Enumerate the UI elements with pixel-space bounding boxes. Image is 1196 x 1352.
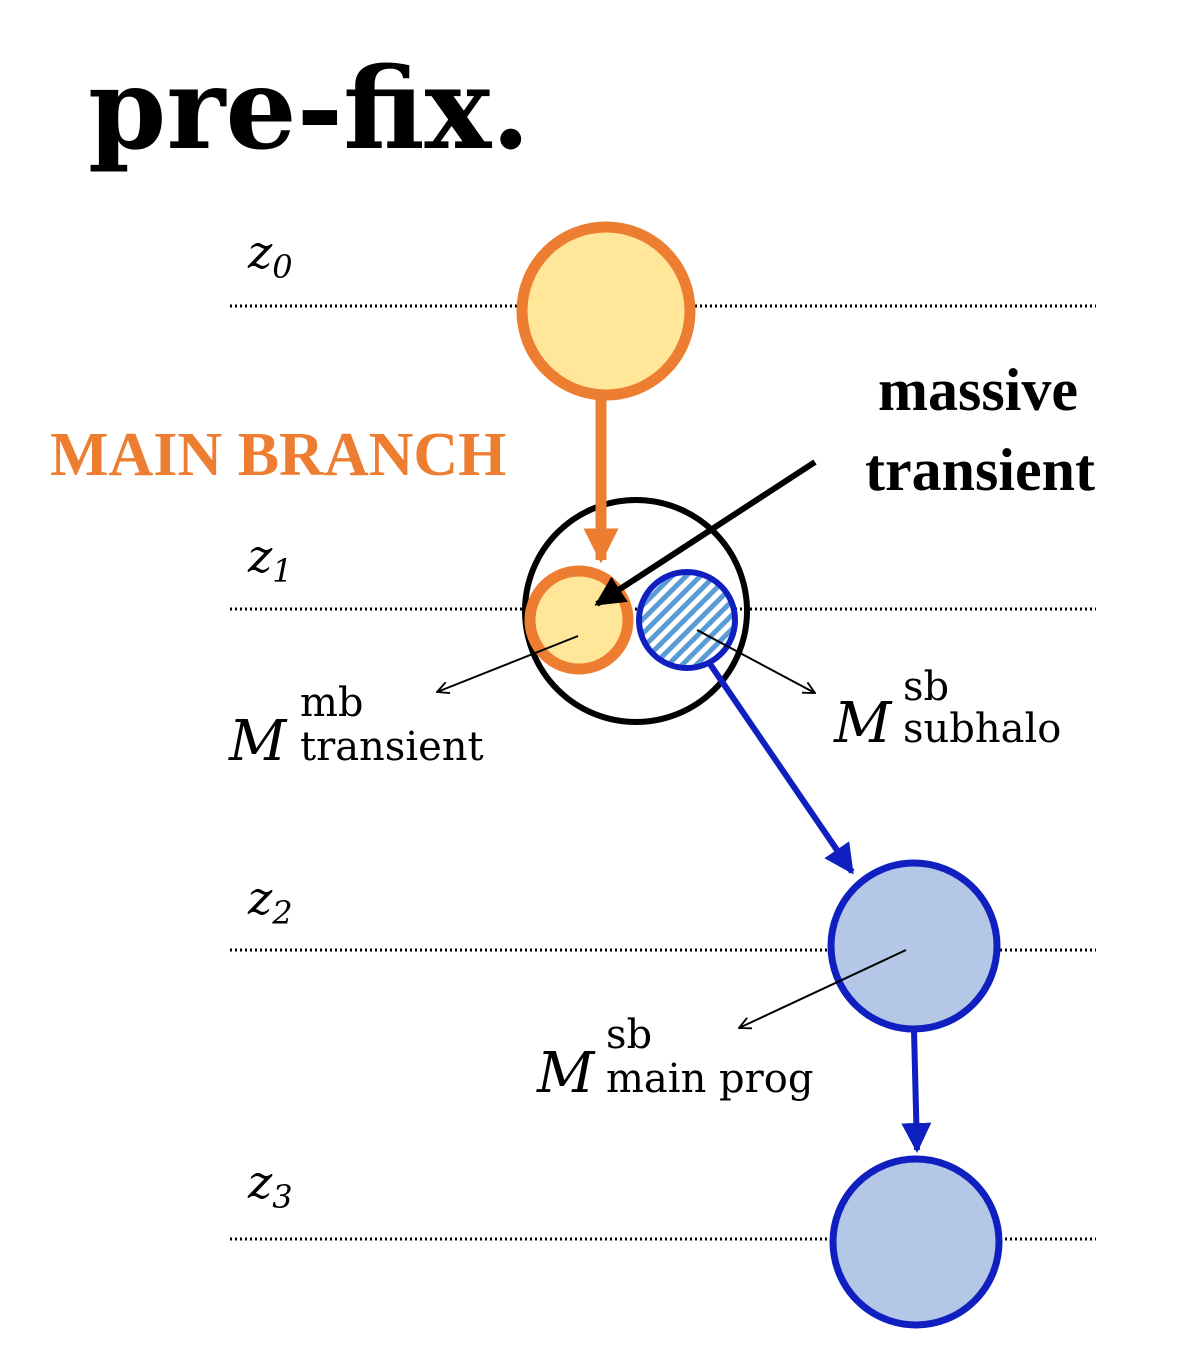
- redshift-var: z: [247, 871, 273, 925]
- main-branch-halo-z0: [516, 221, 696, 401]
- redshift-sub: 2: [271, 894, 292, 932]
- subhalo-z1: [636, 569, 738, 671]
- transient-halo-z1: [524, 565, 634, 675]
- progenitor-halo-z3: [829, 1155, 1003, 1329]
- mass-symbol: M: [228, 709, 288, 774]
- main-branch-label: MAIN BRANCH: [50, 421, 506, 489]
- redshift-sub: 3: [272, 1178, 292, 1216]
- main-progenitor-halo-z2: [827, 859, 1001, 1033]
- mass-symbol: M: [536, 1041, 596, 1106]
- mass-subscript: transient: [300, 724, 484, 770]
- mass-arrow-subhalo: [696, 629, 815, 693]
- mass-arrow-transient: [437, 635, 579, 692]
- redshift-label-z0: z0: [247, 225, 293, 286]
- mass-label-main-prog: M sb main prog: [536, 1012, 813, 1106]
- mass-subscript: subhalo: [903, 706, 1061, 752]
- redshift-sub: 0: [272, 248, 292, 286]
- mass-superscript: sb: [903, 664, 949, 710]
- massive-transient-arrow: [594, 459, 817, 607]
- annotation-line2: transient: [865, 437, 1095, 503]
- mass-label-subhalo: M sb subhalo: [833, 664, 1061, 756]
- mass-label-transient: M mb transient: [228, 680, 484, 774]
- secondary-branch-arrow-z1-z2: [707, 662, 855, 875]
- mass-arrow-main-prog: [739, 949, 907, 1028]
- annotation-line1: massive: [878, 357, 1078, 423]
- mass-subscript: main prog: [606, 1056, 813, 1102]
- host-halo-z1: [522, 497, 750, 725]
- mass-symbol: M: [833, 691, 893, 756]
- redshift-var: z: [247, 529, 273, 583]
- page-title: pre-fix.: [88, 44, 530, 175]
- mass-superscript: sb: [606, 1012, 652, 1058]
- redshift-sub: 1: [272, 552, 292, 590]
- redshift-label-z1: z1: [247, 529, 293, 590]
- secondary-branch-arrow-z2-z3: [901, 1029, 932, 1153]
- redshift-label-z2: z2: [247, 871, 293, 932]
- redshift-var: z: [247, 1155, 273, 1209]
- redshift-label-z3: z3: [247, 1155, 293, 1216]
- redshift-var: z: [247, 225, 273, 279]
- mass-superscript: mb: [300, 680, 364, 726]
